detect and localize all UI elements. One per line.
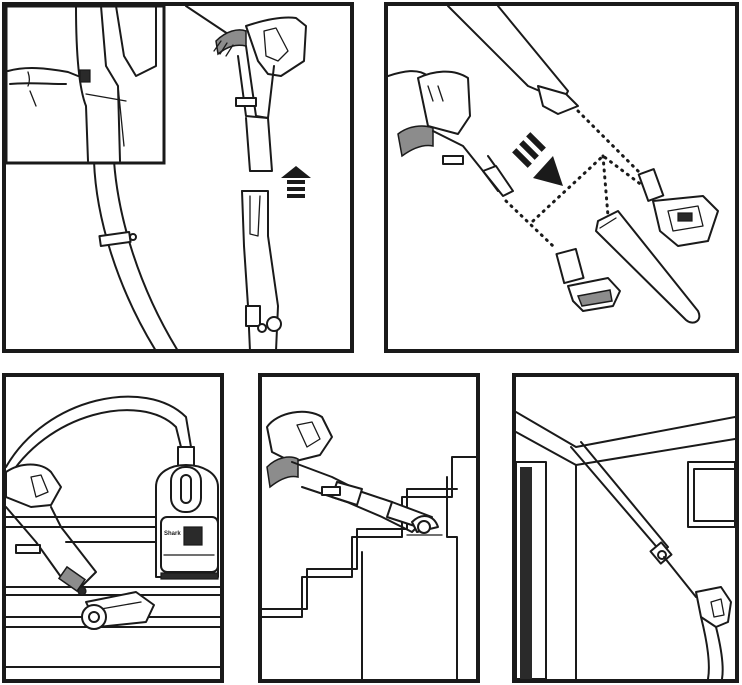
wand-end — [245, 117, 273, 172]
illustration-accessories — [388, 6, 719, 324]
panel-stair-cleaning — [258, 373, 480, 683]
illustration-floor: Shark — [6, 395, 220, 668]
extension-tube — [595, 210, 701, 324]
panel-select-accessory — [384, 2, 739, 353]
panel-ceiling-cleaning — [512, 373, 739, 683]
panel-floor-cleaning: Shark — [2, 373, 224, 683]
hose-outline — [6, 395, 192, 468]
canister-unit: Shark — [155, 446, 219, 580]
illustration-stairs — [262, 410, 476, 679]
ceiling-edge — [516, 411, 735, 448]
illustration-attach-tool — [6, 6, 311, 349]
handle-grip — [266, 410, 333, 463]
dusting-brush-tool — [555, 247, 621, 312]
trigger — [397, 125, 434, 158]
hose-outline — [93, 160, 156, 349]
stair-nozzle — [386, 501, 443, 536]
arrow-down-right-icon — [512, 132, 563, 186]
finger-press — [7, 67, 79, 77]
illustration-ceiling — [516, 411, 735, 679]
inset-detail — [6, 6, 166, 165]
trigger — [266, 456, 299, 489]
motorized-brush-tool — [637, 168, 719, 247]
hose-clip — [98, 230, 132, 248]
handle-grip — [417, 70, 471, 135]
floor-nozzle — [81, 591, 155, 630]
staircase — [262, 456, 476, 618]
brand-label: Shark — [164, 531, 181, 537]
arrow-up-icon — [281, 166, 311, 198]
hose-outline — [700, 616, 710, 679]
handle-grip — [245, 16, 307, 77]
release-button — [79, 69, 91, 83]
panel-attach-crevice-tool — [2, 2, 354, 353]
